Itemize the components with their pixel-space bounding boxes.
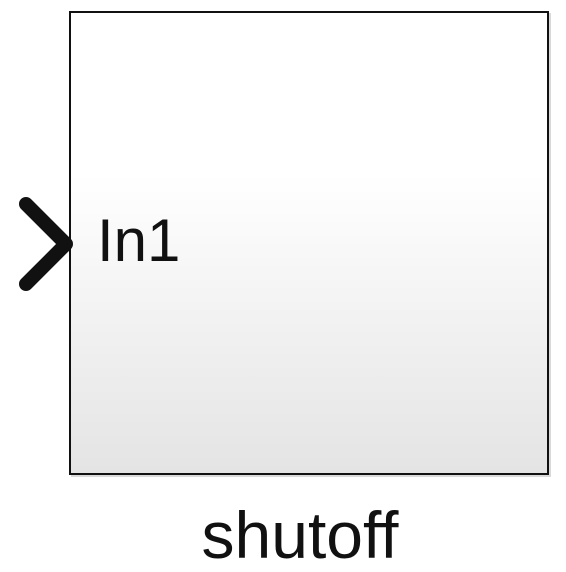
input-port-label: In1 xyxy=(97,207,181,274)
block-name-label[interactable]: shutoff xyxy=(201,498,399,572)
subsystem-block[interactable]: In1 xyxy=(69,11,549,475)
input-port-arrow-icon[interactable] xyxy=(18,196,78,292)
